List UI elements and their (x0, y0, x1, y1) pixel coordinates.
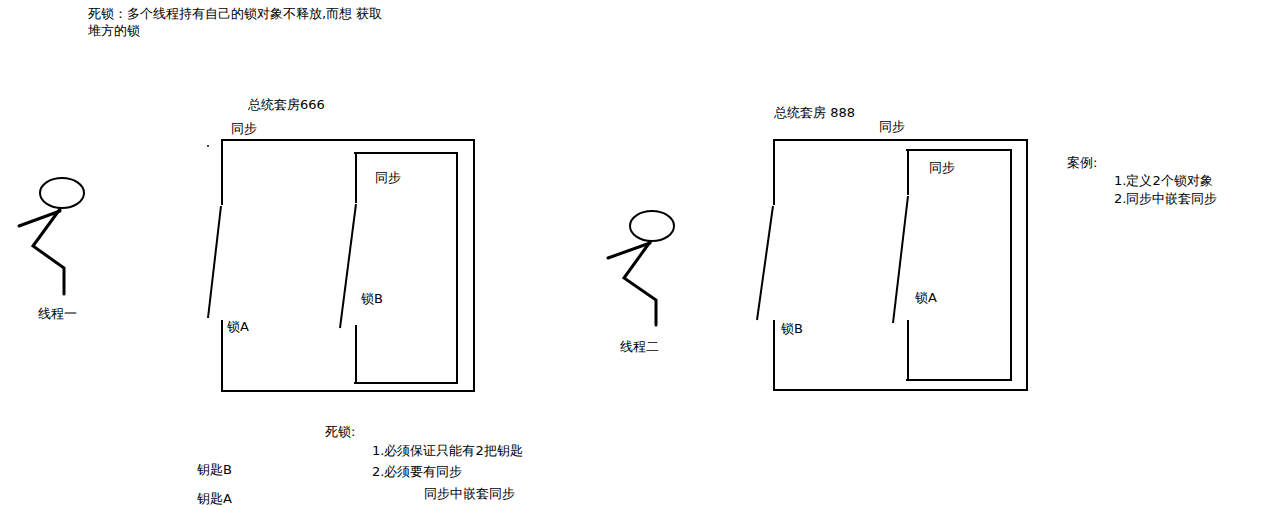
note-label: 1.必须保证只能有2把钥匙 (372, 443, 523, 459)
inner-room-box: 同步 (906, 149, 1012, 381)
head (40, 178, 84, 208)
arm (608, 243, 650, 258)
body (33, 209, 64, 294)
room-label: 同步 (231, 121, 257, 137)
note-label: 钥匙A (197, 491, 232, 507)
wall (355, 325, 357, 384)
room-label: 同步 (375, 170, 401, 186)
inner-room-box: 同步 (354, 152, 458, 384)
note-label: 1.定义2个锁对象 (1114, 173, 1213, 189)
note-label: 2.必须要有同步 (372, 464, 462, 480)
room-label: 锁B (781, 321, 803, 337)
room-label: 锁B (361, 291, 383, 307)
note-label: 线程二 (620, 339, 659, 355)
wall (221, 320, 223, 392)
door (208, 206, 221, 318)
wall (221, 139, 223, 205)
note-label: 同步中嵌套同步 (424, 486, 515, 502)
note-label: 钥匙B (197, 462, 232, 478)
wall (773, 139, 775, 205)
head (630, 211, 674, 241)
title: 死锁：多个线程持有自己的锁对象不释放,而想 获取堆方的锁 (88, 5, 388, 39)
wall (907, 149, 909, 195)
note-label: 2.同步中嵌套同步 (1114, 191, 1217, 207)
note-label: 死锁: (325, 424, 355, 440)
room-label: 锁A (915, 290, 937, 306)
room-box: 总统套房 888同步锁B锁A同步 (773, 139, 1028, 391)
wall (907, 320, 909, 381)
room-box: 总统套房666同步锁A锁B同步 (221, 139, 475, 392)
wall (773, 320, 775, 391)
dot (207, 145, 209, 147)
room-label: 总统套房666 (248, 97, 325, 113)
room-label: 同步 (929, 160, 955, 176)
room-label: 总统套房 888 (774, 105, 855, 121)
room-label: 同步 (879, 119, 905, 135)
wall (355, 152, 357, 203)
body (624, 242, 656, 325)
door (757, 206, 773, 320)
arm (19, 211, 60, 226)
note-label: 线程一 (38, 306, 77, 322)
note-label: 案例: (1067, 155, 1097, 171)
room-label: 锁A (227, 319, 249, 335)
